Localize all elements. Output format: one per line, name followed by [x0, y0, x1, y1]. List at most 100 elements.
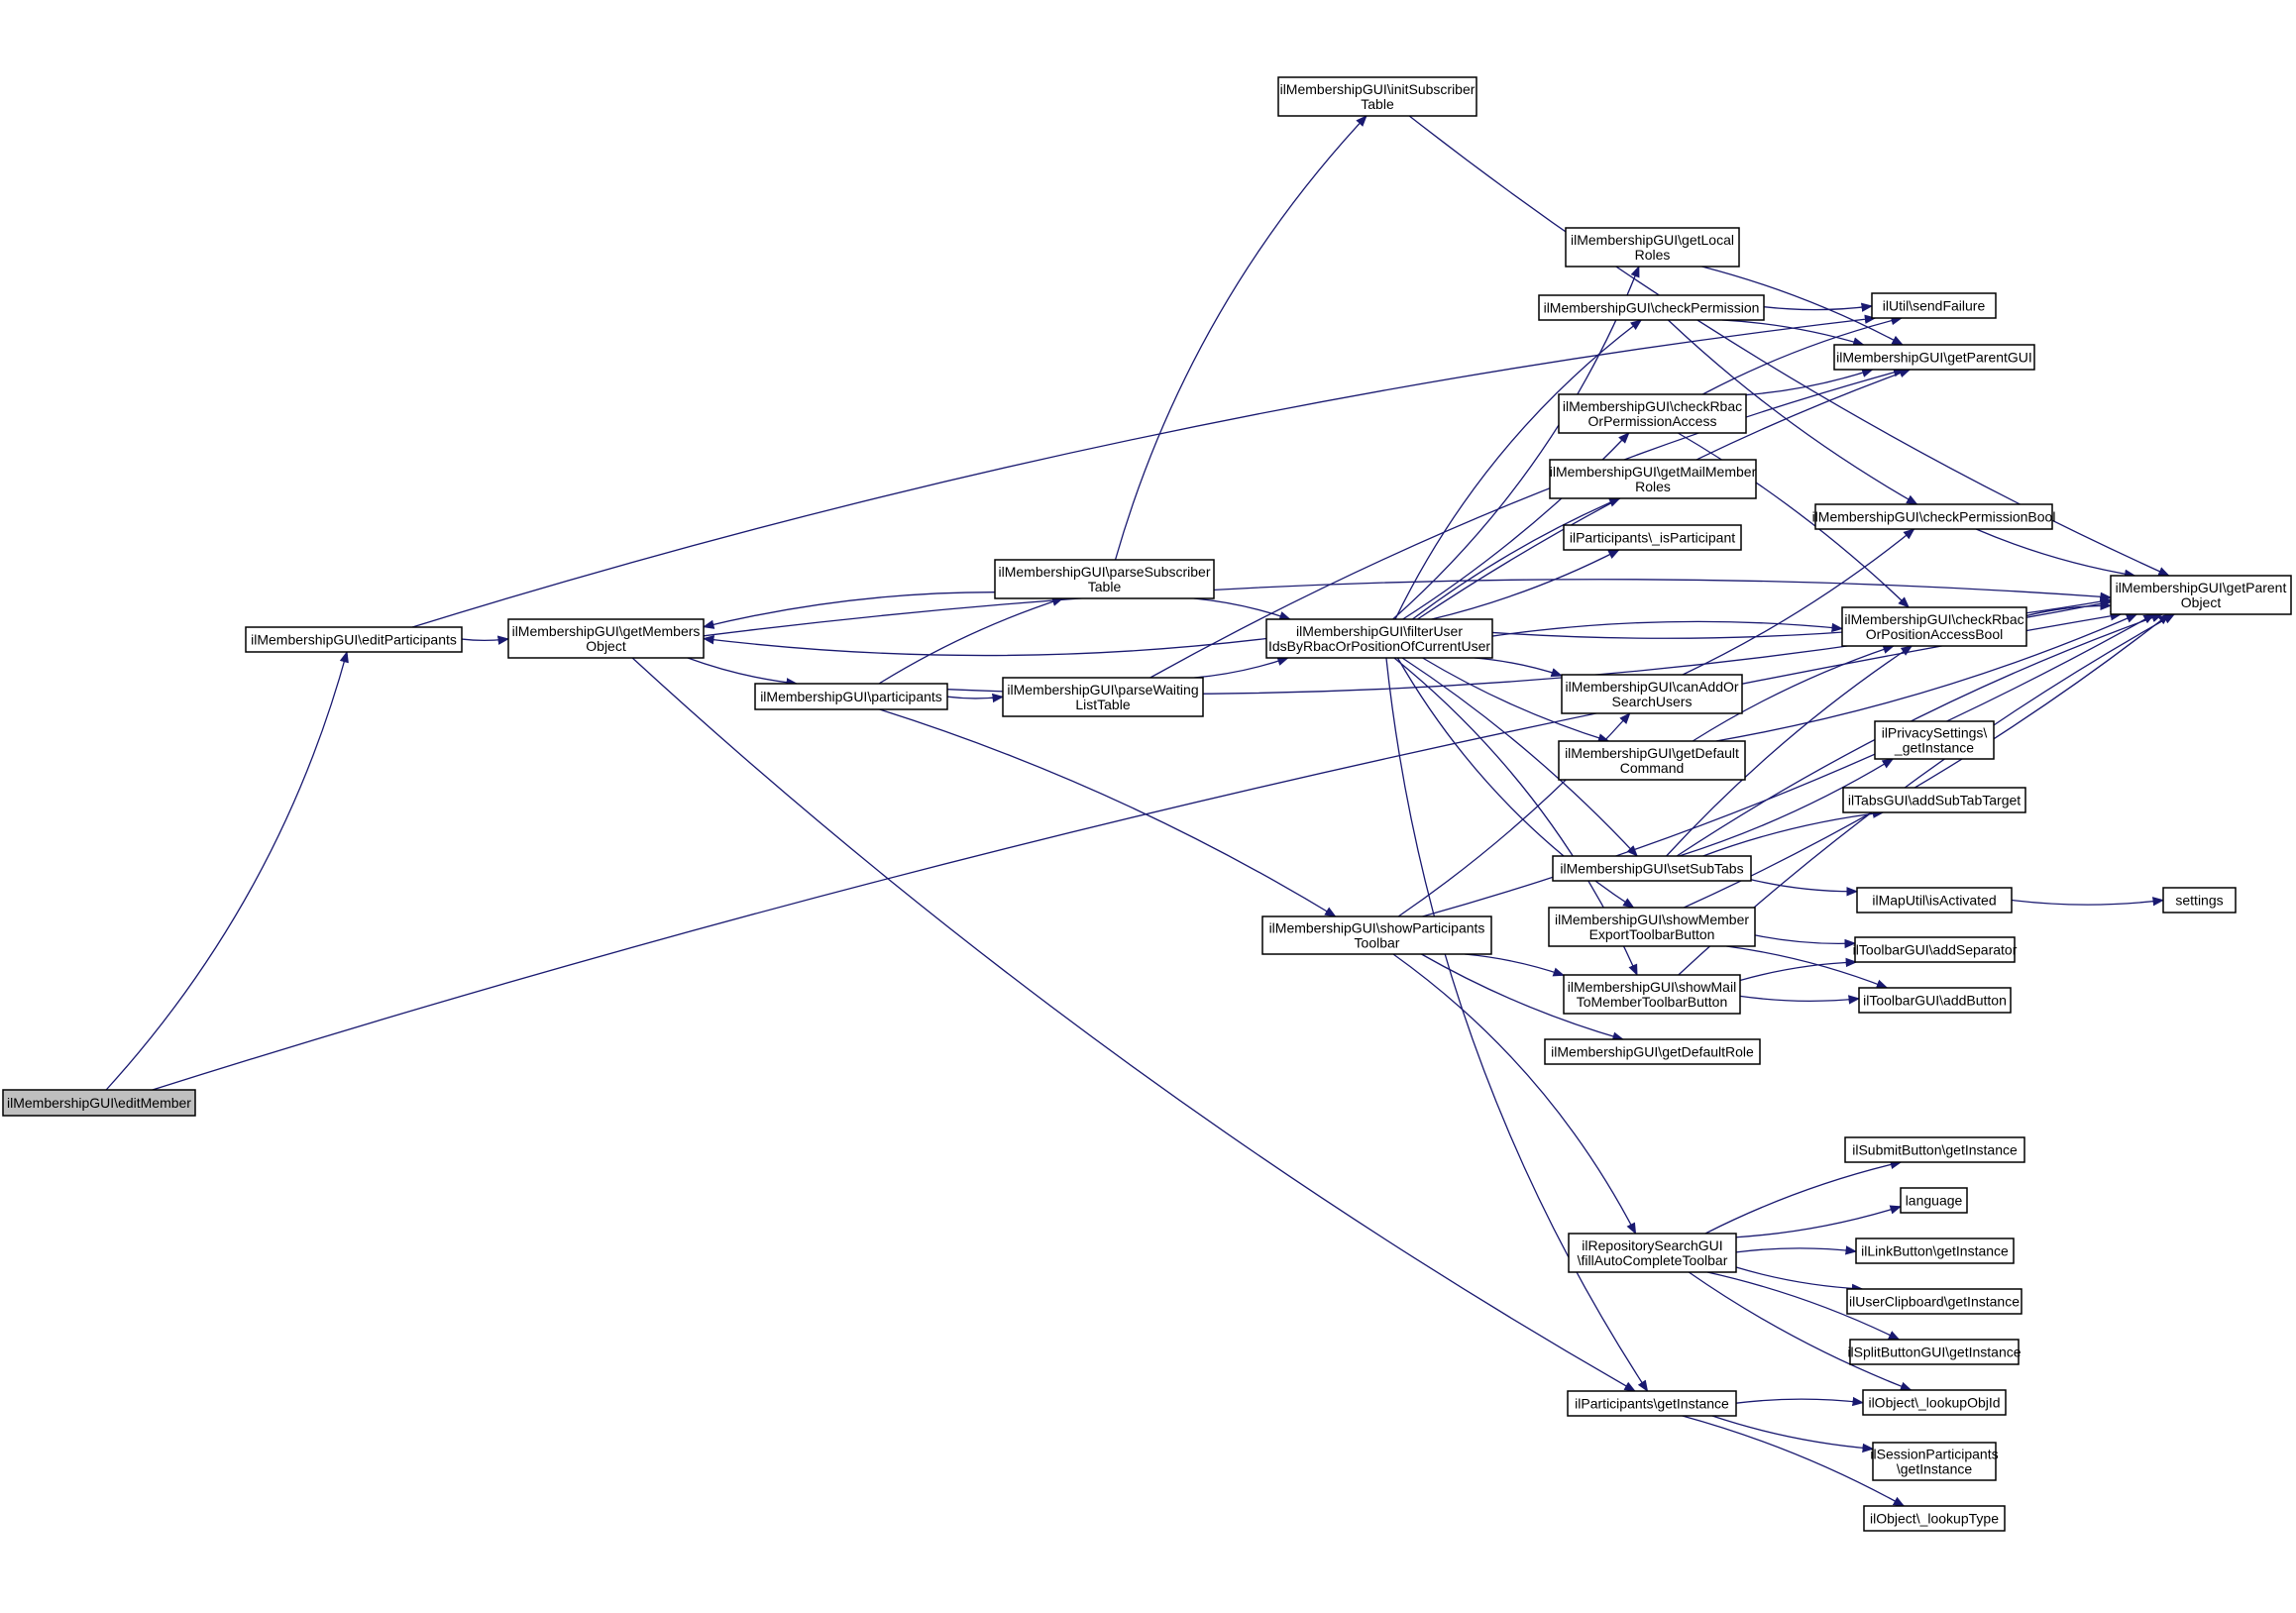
- node-box: [1863, 1505, 2006, 1532]
- node-label: ilMembershipGUI\checkRbac: [1563, 398, 1742, 414]
- edge-participantsGetInstance-to-sessionParticipantsGetInstance: [1711, 1415, 1875, 1453]
- node-label: ilMembershipGUI\parseWaiting: [1007, 682, 1198, 698]
- edge-parseWaitingListTable-to-filterUser: [1194, 656, 1289, 679]
- node-filterUser[interactable]: ilMembershipGUI\filterUserIdsByRbacOrPos…: [1265, 618, 1493, 659]
- node-label: \fillAutoCompleteToolbar: [1578, 1252, 1728, 1268]
- node-label: language: [1906, 1193, 1963, 1209]
- node-box: [1862, 1389, 2007, 1416]
- node-label: ilLinkButton\getInstance: [1861, 1243, 2009, 1259]
- node-box: [507, 618, 705, 659]
- edge-getMembersObject-to-participants: [687, 657, 799, 688]
- node-box: [1565, 227, 1740, 268]
- node-userClipboardGetInstance[interactable]: ilUserClipboard\getInstance: [1846, 1288, 2023, 1315]
- node-splitButtonGetInstance[interactable]: ilSplitButtonGUI\getInstance: [1847, 1339, 2022, 1365]
- node-box: [1548, 907, 1756, 947]
- edge-checkPermission-to-sendFailure: [1763, 302, 1874, 312]
- node-label: ilMembershipGUI\filterUser: [1296, 623, 1463, 639]
- node-getParentGUI[interactable]: ilMembershipGUI\getParentGUI: [1833, 344, 2035, 371]
- edge-checkPermission-to-checkPermissionBool: [1667, 319, 1918, 505]
- node-participants[interactable]: ilMembershipGUI\participants: [754, 683, 948, 710]
- node-box: [754, 683, 948, 710]
- node-box: [1855, 1237, 2015, 1264]
- edge-getDefaultCommand-to-getParentObject: [1715, 613, 2138, 742]
- node-addSubTabTarget[interactable]: ilTabsGUI\addSubTabTarget: [1842, 787, 2026, 813]
- node-isParticipant[interactable]: ilParticipants\_isParticipant: [1563, 524, 1742, 551]
- node-showMailToMemberToolbarButton[interactable]: ilMembershipGUI\showMailToMemberToolbarB…: [1563, 974, 1741, 1015]
- node-checkPermissionBool[interactable]: ilMembershipGUI\checkPermissionBool: [1812, 503, 2056, 530]
- node-label: ilMembershipGUI\getMailMember: [1550, 464, 1757, 480]
- node-box: [1544, 1038, 1761, 1065]
- node-box: [1563, 974, 1741, 1015]
- node-box: [1833, 344, 2035, 371]
- node-checkRbacOrPermissionAccess[interactable]: ilMembershipGUI\checkRbacOrPermissionAcc…: [1558, 393, 1747, 434]
- edge-fillAutoCompleteToolbar-to-linkButtonGetInstance: [1735, 1245, 1858, 1255]
- node-participantsGetInstance[interactable]: ilParticipants\getInstance: [1567, 1390, 1737, 1417]
- node-showMemberExportToolbarButton[interactable]: ilMembershipGUI\showMemberExportToolbarB…: [1548, 907, 1756, 947]
- edge-checkRbacOrPermissionAccess-to-getParentGUI: [1745, 368, 1874, 396]
- edge-editMember-to-getParentObject: [152, 611, 2123, 1091]
- node-label: ilMembershipGUI\showMember: [1555, 912, 1749, 927]
- node-label: ilRepositorySearchGUI: [1582, 1237, 1722, 1253]
- node-checkRbacOrPositionAccessBool[interactable]: ilMembershipGUI\checkRbacOrPositionAcces…: [1841, 606, 2027, 647]
- node-label: ilMembershipGUI\getMembers: [512, 623, 701, 639]
- edge-showParticipantsToolbar-to-fillAutoCompleteToolbar: [1392, 953, 1637, 1236]
- edge-filterUser-to-canAddOrSearchUsers: [1474, 657, 1564, 678]
- node-linkButtonGetInstance[interactable]: ilLinkButton\getInstance: [1855, 1237, 2015, 1264]
- edge-filterUser-to-getDefaultCommand: [1422, 657, 1610, 743]
- edge-parseWaitingListTable-to-getParentGUI: [1149, 368, 1906, 679]
- node-box: [1002, 677, 1204, 717]
- node-label: OrPermissionAccess: [1588, 413, 1717, 429]
- edge-participants-to-parseWaitingListTable: [946, 693, 1005, 703]
- edge-getMembersObject-to-getParentObject: [703, 579, 2113, 637]
- edge-filterUser-to-participantsGetInstance: [1385, 657, 1649, 1392]
- node-label: ilMembershipGUI\checkPermissionBool: [1812, 509, 2056, 525]
- node-sessionParticipantsGetInstance[interactable]: ilSessionParticipants\getInstance: [1870, 1442, 1999, 1481]
- node-label: Object: [586, 638, 626, 654]
- node-box: [1844, 1136, 2025, 1163]
- node-setSubTabs[interactable]: ilMembershipGUI\setSubTabs: [1552, 855, 1752, 882]
- node-editParticipants[interactable]: ilMembershipGUI\editParticipants: [245, 626, 463, 653]
- node-addSeparator[interactable]: ilToolbarGUI\addSeparator: [1853, 936, 2018, 963]
- node-label: ilObject\_lookupObjId: [1868, 1395, 2000, 1411]
- node-checkPermission[interactable]: ilMembershipGUI\checkPermission: [1538, 294, 1765, 321]
- node-box: [1558, 740, 1746, 781]
- node-label: settings: [2175, 893, 2223, 909]
- node-editMember[interactable]: ilMembershipGUI\editMember: [2, 1089, 196, 1117]
- node-label: ToMemberToolbarButton: [1577, 994, 1728, 1010]
- node-label: ilMembershipGUI\getDefault: [1565, 745, 1739, 761]
- node-box: [1567, 1390, 1737, 1417]
- node-addButton[interactable]: ilToolbarGUI\addButton: [1858, 987, 2012, 1014]
- node-language[interactable]: language: [1900, 1187, 1968, 1214]
- node-label: ilUserClipboard\getInstance: [1849, 1294, 2020, 1310]
- edge-isActivated-to-settings: [2011, 897, 2165, 907]
- node-submitButtonGetInstance[interactable]: ilSubmitButton\getInstance: [1844, 1136, 2025, 1163]
- node-label: ilMembershipGUI\setSubTabs: [1560, 861, 1743, 877]
- edge-getLocalRoles-to-getParentGUI: [1701, 266, 1904, 346]
- node-label: IdsByRbacOrPositionOfCurrentUser: [1268, 638, 1490, 654]
- node-privacyGetInstance[interactable]: ilPrivacySettings\_getInstance: [1874, 720, 1995, 760]
- edge-getDefaultCommand-to-checkRbacOrPositionAccessBool: [1692, 644, 1895, 742]
- node-fillAutoCompleteToolbar[interactable]: ilRepositorySearchGUI\fillAutoCompleteTo…: [1568, 1233, 1737, 1273]
- node-getDefaultRole[interactable]: ilMembershipGUI\getDefaultRole: [1544, 1038, 1761, 1065]
- node-box: [2110, 575, 2292, 615]
- edge-filterUser-to-checkRbacOrPositionAccessBool: [1491, 620, 1844, 637]
- node-label: SearchUsers: [1612, 694, 1693, 709]
- node-box: [1561, 674, 1743, 714]
- node-lookupObjId[interactable]: ilObject\_lookupObjId: [1862, 1389, 2007, 1416]
- node-lookupType[interactable]: ilObject\_lookupType: [1863, 1505, 2006, 1532]
- node-isActivated[interactable]: ilMapUtil\isActivated: [1856, 887, 2013, 914]
- edge-fillAutoCompleteToolbar-to-submitButtonGetInstance: [1704, 1159, 1903, 1235]
- node-box: [1842, 787, 2026, 813]
- node-sendFailure[interactable]: ilUtil\sendFailure: [1871, 292, 1997, 319]
- node-settings[interactable]: settings: [2162, 887, 2237, 914]
